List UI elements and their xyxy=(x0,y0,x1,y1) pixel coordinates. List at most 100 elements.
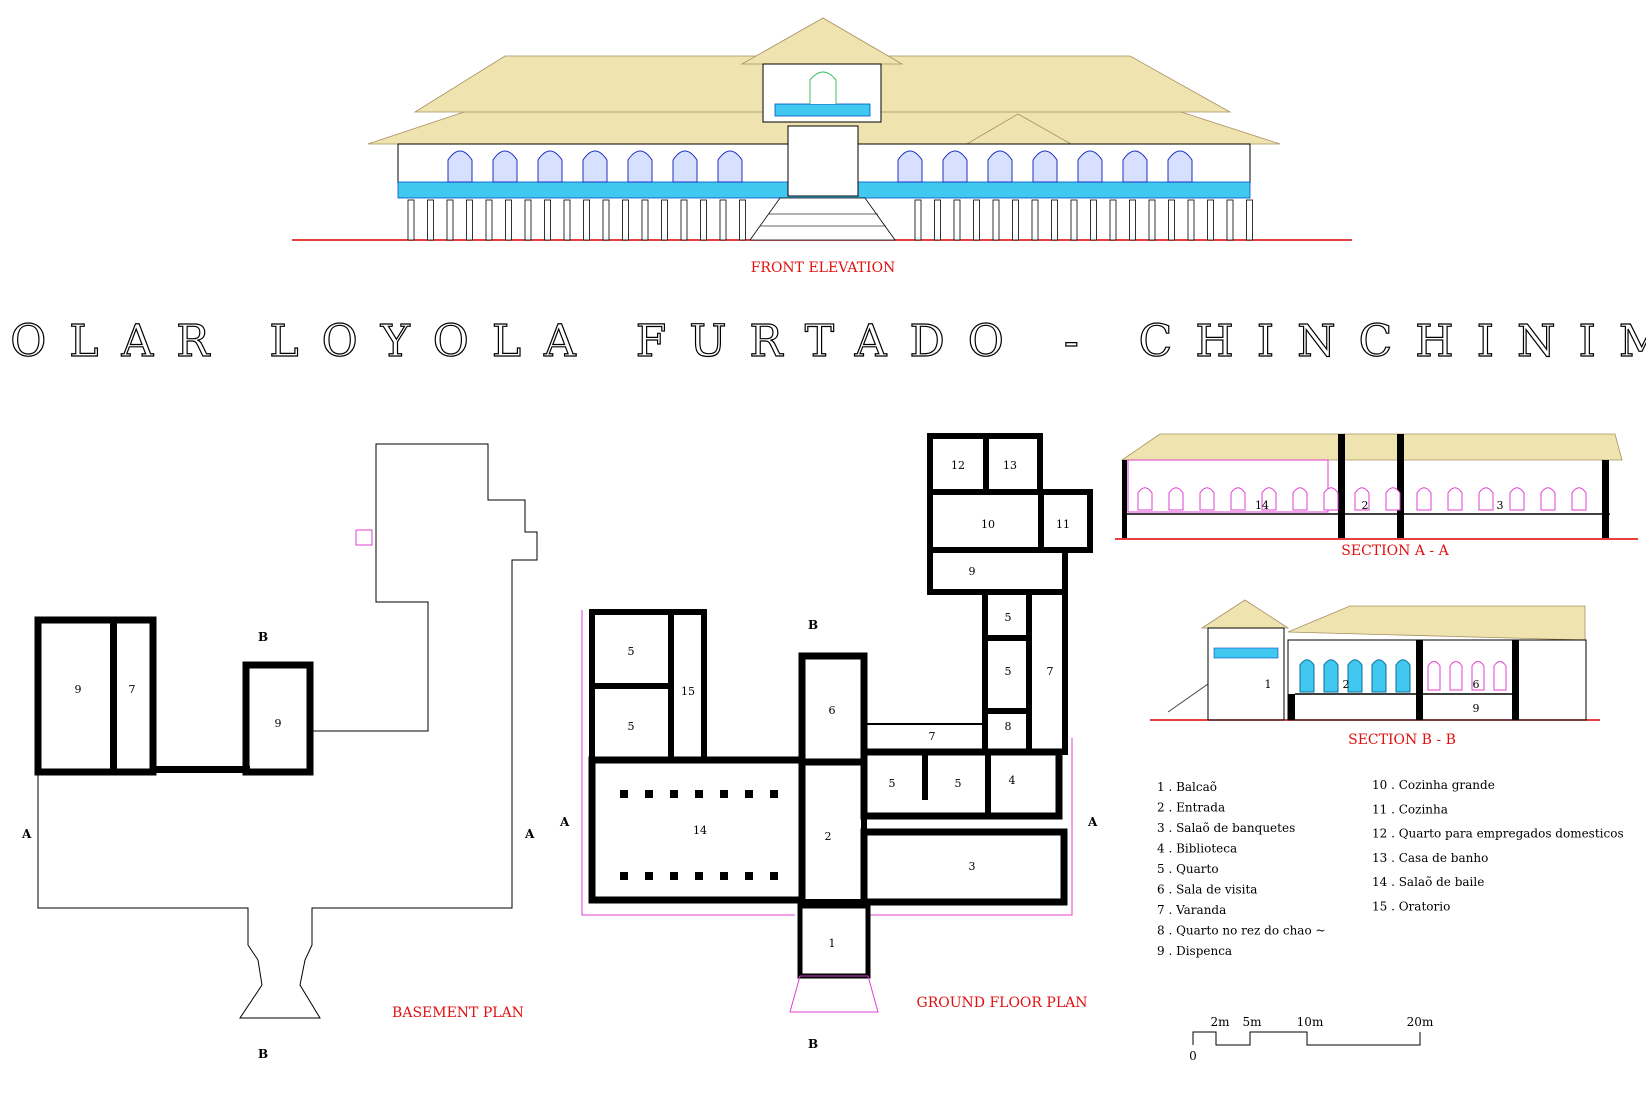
arched-window xyxy=(1323,487,1339,511)
svg-text:B: B xyxy=(258,1047,268,1061)
svg-text:8: 8 xyxy=(1005,720,1012,733)
elevation-column xyxy=(914,199,922,241)
legend-item: 2 . Entrada xyxy=(1157,801,1225,815)
elevation-column xyxy=(505,199,512,241)
arched-window xyxy=(447,150,473,183)
svg-text:6: 6 xyxy=(1473,678,1480,691)
basement-room-9a xyxy=(34,616,157,776)
elevation-column xyxy=(622,199,629,241)
svg-text:2: 2 xyxy=(1362,499,1369,512)
legend-item: 10 . Cozinha grande xyxy=(1372,778,1495,792)
elevation-column xyxy=(1148,199,1156,241)
svg-text:14: 14 xyxy=(1255,499,1269,512)
svg-text:11: 11 xyxy=(1056,518,1070,531)
ballroom-column xyxy=(770,790,778,798)
elevation-column xyxy=(739,199,746,241)
svg-text:5m: 5m xyxy=(1242,1015,1262,1029)
ballroom-column xyxy=(695,872,703,880)
entrance-door xyxy=(787,125,859,197)
section-aa-windows xyxy=(1137,487,1587,511)
svg-text:5: 5 xyxy=(628,720,635,733)
svg-text:14: 14 xyxy=(693,824,707,837)
arched-window xyxy=(1347,659,1363,693)
elevation-column xyxy=(1226,199,1234,241)
svg-text:9: 9 xyxy=(969,565,976,578)
basement-outline xyxy=(37,443,538,1019)
arched-window xyxy=(942,150,968,183)
section-aa-ballroom xyxy=(1127,459,1329,513)
arched-window xyxy=(492,150,518,183)
elevation-column xyxy=(583,199,590,241)
ballroom-column xyxy=(745,790,753,798)
front-stairs xyxy=(789,975,879,1013)
arched-window xyxy=(1427,661,1441,691)
elevation-columns xyxy=(407,199,1253,241)
svg-text:5: 5 xyxy=(1005,665,1012,678)
elevation-column xyxy=(934,199,941,241)
ballroom-column xyxy=(670,872,678,880)
drawing-title: SOLAR LOYOLA FURTADO - CHINCHINIM xyxy=(0,316,1646,367)
arched-window xyxy=(1032,150,1058,183)
legend-item: 14 . Salaõ de baile xyxy=(1372,875,1484,889)
svg-text:1: 1 xyxy=(829,937,836,950)
svg-text:10m: 10m xyxy=(1297,1015,1324,1029)
elevation-column xyxy=(1070,199,1078,241)
svg-text:4: 4 xyxy=(1009,774,1016,787)
ballroom-column xyxy=(620,872,628,880)
elevation-column xyxy=(992,199,1000,241)
ballroom-column xyxy=(770,872,778,880)
room-3-banquet xyxy=(860,828,1068,906)
arched-window xyxy=(897,150,923,183)
elevation-column xyxy=(1090,199,1097,241)
tower-band xyxy=(774,103,871,117)
arched-window xyxy=(1371,659,1387,693)
ballroom-column xyxy=(745,872,753,880)
legend-item: 3 . Salaõ de banquetes xyxy=(1157,821,1295,835)
arched-window xyxy=(1571,487,1587,511)
legend-item: 15 . Oratorio xyxy=(1372,900,1450,914)
svg-text:B: B xyxy=(808,618,818,632)
ballroom-columns xyxy=(620,790,778,880)
svg-text:10: 10 xyxy=(981,518,995,531)
ballroom-column xyxy=(720,790,728,798)
arched-window xyxy=(987,150,1013,183)
elevation-column xyxy=(641,199,649,241)
svg-text:A: A xyxy=(1087,815,1098,829)
legend-item: 12 . Quarto para empregados domesticos xyxy=(1372,827,1624,841)
svg-text:3: 3 xyxy=(1497,499,1504,512)
tower-arch xyxy=(809,71,837,104)
arched-window xyxy=(1471,661,1485,691)
elevation-column xyxy=(700,199,707,241)
section-bb: 1 2 6 9 xyxy=(1150,599,1600,721)
svg-text:3: 3 xyxy=(969,860,976,873)
arched-window xyxy=(1478,487,1494,511)
elevation-column xyxy=(1051,199,1058,241)
central-gable xyxy=(740,17,904,65)
svg-text:A: A xyxy=(524,827,535,841)
elevation-column xyxy=(680,199,688,241)
arched-window xyxy=(1167,150,1193,183)
svg-text:A: A xyxy=(21,827,32,841)
svg-text:7: 7 xyxy=(1047,665,1054,678)
svg-text:9: 9 xyxy=(275,717,282,730)
svg-text:5: 5 xyxy=(628,645,635,658)
svg-text:2: 2 xyxy=(1343,678,1350,691)
arched-window xyxy=(1077,150,1103,183)
arched-window xyxy=(1299,659,1315,693)
arched-window xyxy=(1449,661,1463,691)
arched-window xyxy=(1354,487,1370,511)
arched-window xyxy=(1509,487,1525,511)
ground-floor-plan-caption: GROUND FLOOR PLAN xyxy=(917,995,1088,1011)
arched-window xyxy=(1416,487,1432,511)
section-bb-windows xyxy=(1299,659,1507,693)
svg-text:15: 15 xyxy=(681,685,695,698)
legend-item: 13 . Casa de banho xyxy=(1372,851,1488,865)
elevation-column xyxy=(446,199,454,241)
elevation-windows xyxy=(447,150,1193,183)
entrance-stairs xyxy=(749,197,896,241)
arched-window xyxy=(627,150,653,183)
section-bb-caption: SECTION B - B xyxy=(1348,732,1456,748)
svg-text:12: 12 xyxy=(951,459,965,472)
arched-window xyxy=(1199,487,1215,511)
